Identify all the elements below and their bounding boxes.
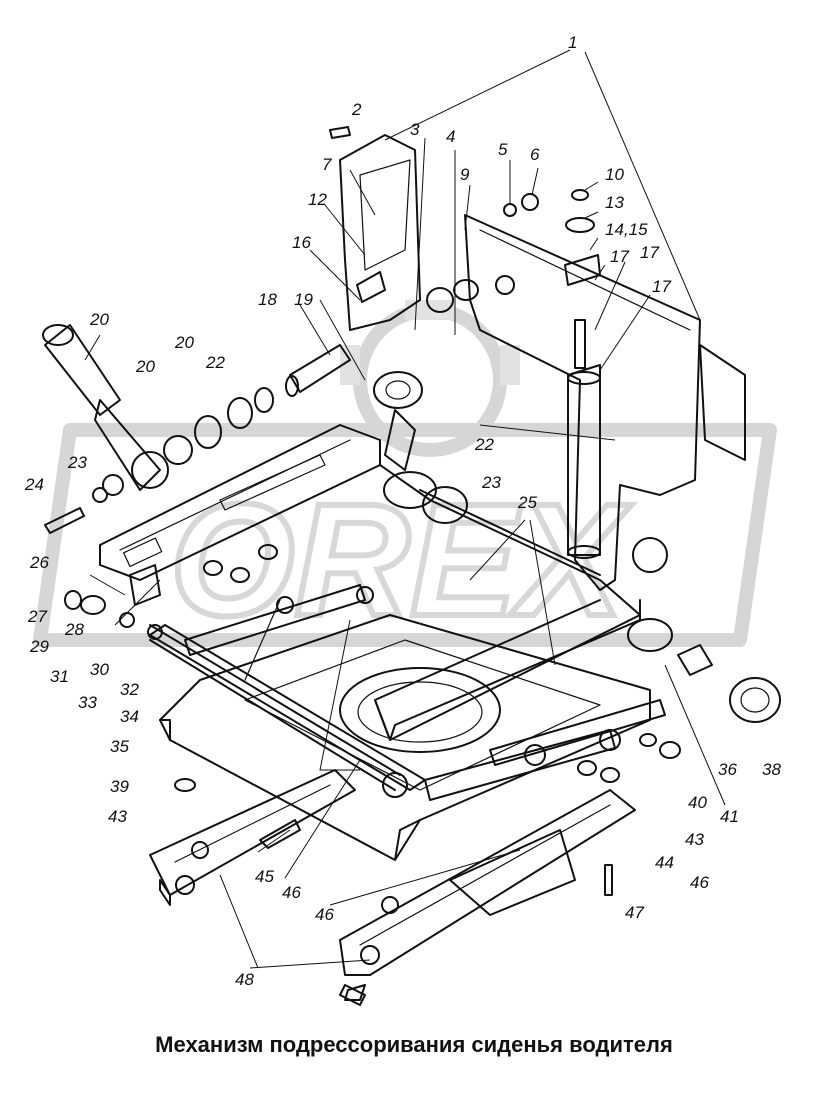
callout-46-mid: 30 [90,660,109,679]
callout-17-right: 46 [690,873,709,892]
callout-17-mid: 34 [120,707,139,726]
callout-14-15: 22 [474,435,494,454]
callout-33: 9 [460,165,470,184]
callout-34: 3 [410,120,420,139]
callout-labels: 1 2 3 4 5 6 7 9 10 12 13 14,15 16 17 17 … [24,33,781,989]
front-crossbar [64,544,781,1001]
callout-44: 2 [351,100,362,119]
upper-seat-frame [99,424,641,741]
callout-28: 14,15 [605,220,648,239]
watermark-logo: OREX [33,300,777,652]
callout-4: 46 [282,883,301,902]
callout-47: 22 [205,353,225,372]
callout-17-left: 29 [29,637,49,656]
callout-30: 18 [258,290,277,309]
callout-43-left: 39 [110,777,129,796]
callout-22-right: 44 [655,853,674,872]
callout-48: 4 [446,127,455,146]
callout-16: 31 [50,667,69,686]
callout-20-right: 38 [762,760,781,779]
callout-24: 41 [720,807,739,826]
callout-23-left: 32 [120,680,139,699]
shock-absorber [564,189,601,559]
callout-18: 28 [64,620,84,639]
callout-39: 24 [24,475,44,494]
callout-45: 5 [498,140,508,159]
callout-7: 20 [89,310,109,329]
callout-46-right: 43 [685,830,704,849]
callout-27: 17 [610,247,629,266]
callout-3: 45 [255,867,274,886]
callout-19: 25 [517,493,537,512]
callout-10: 7 [322,155,332,174]
callout-1: 48 [235,970,254,989]
upper-linkage [329,126,539,524]
callout-20-top: 19 [294,290,313,309]
callout-26: 36 [718,760,737,779]
slide-rails [149,769,636,1006]
callout-29: 17 [640,243,659,262]
callout-2: 1 [568,33,577,52]
callout-6: 17 [652,277,671,296]
callout-9: 46 [315,905,334,924]
callout-50: 6 [530,145,540,164]
callout-22-left: 33 [78,693,97,712]
callout-46-left: 27 [27,607,47,626]
callout-31: 13 [605,193,624,212]
figure-caption: Механизм подрессоривания сиденья водител… [155,1032,673,1057]
callout-12: 12 [308,190,327,209]
callout-41: 35 [110,737,129,756]
adjustment-lever [42,324,351,534]
callout-25: 16 [292,233,311,252]
leader-lines [84,49,726,969]
callout-5: 23 [481,473,501,492]
callout-32: 20 [174,333,194,352]
callout-43-top: 10 [605,165,624,184]
callout-36: 23 [67,453,87,472]
callout-35: 20 [135,357,155,376]
callout-13: 26 [29,553,49,572]
callout-40: 47 [625,903,644,922]
callout-23-right: 40 [688,793,707,812]
callout-38: 43 [108,807,127,826]
